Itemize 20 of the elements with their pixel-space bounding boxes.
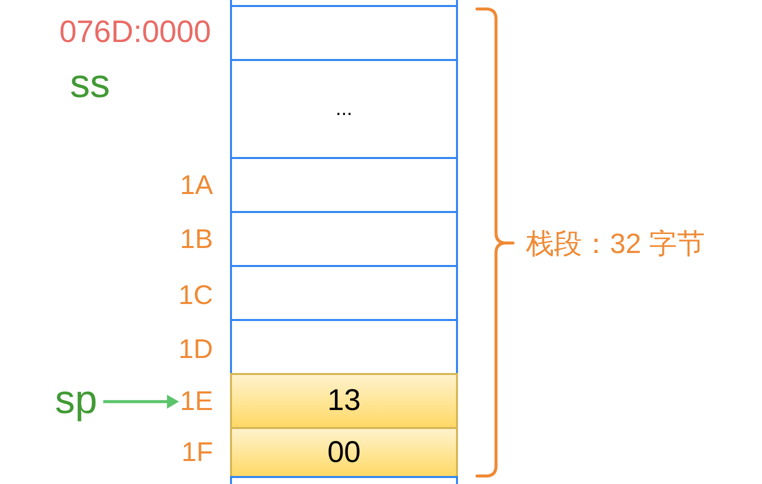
memory-cell	[230, 265, 458, 321]
address-label: 1C	[178, 280, 213, 312]
address-label: 1D	[178, 334, 213, 366]
memory-cell: ...	[230, 59, 458, 159]
pointer-arrow	[103, 394, 179, 409]
memory-cell	[230, 319, 458, 375]
register-label: ss	[70, 61, 110, 108]
brace-label: 栈段：32 字节	[526, 228, 705, 260]
memory-cell	[230, 157, 458, 213]
address-label: 1F	[181, 437, 213, 468]
memory-cell	[230, 476, 458, 484]
register-label: sp	[55, 377, 98, 424]
memory-cell	[230, 211, 458, 267]
memory-cell: 00	[230, 427, 458, 478]
address-label: 1E	[180, 386, 213, 418]
address-label: 076D:0000	[59, 14, 211, 50]
address-label: 1B	[180, 224, 213, 256]
address-label: 1A	[180, 170, 213, 202]
memory-cell: 13	[230, 373, 458, 429]
memory-cell	[230, 5, 458, 61]
